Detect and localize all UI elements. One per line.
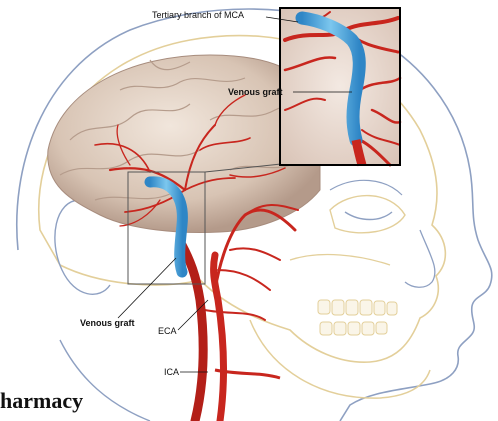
nose: [405, 230, 435, 287]
closed-eye: [345, 212, 392, 220]
eca-vessel: [214, 255, 224, 421]
inset-magnified-view: [280, 8, 400, 165]
cheekbone: [290, 255, 390, 265]
label-venous-graft-inset: Venous graft: [228, 87, 283, 97]
eyebrow: [330, 180, 402, 195]
footer-text: harmacy: [0, 388, 83, 414]
label-ica: ICA: [164, 367, 179, 377]
label-eca: ECA: [158, 326, 177, 336]
teeth: [318, 300, 397, 335]
label-venous-graft-main: Venous graft: [80, 318, 135, 328]
eye-socket: [330, 196, 405, 233]
leader-main-graft: [118, 258, 176, 318]
label-tertiary-branch: Tertiary branch of MCA: [152, 10, 244, 20]
